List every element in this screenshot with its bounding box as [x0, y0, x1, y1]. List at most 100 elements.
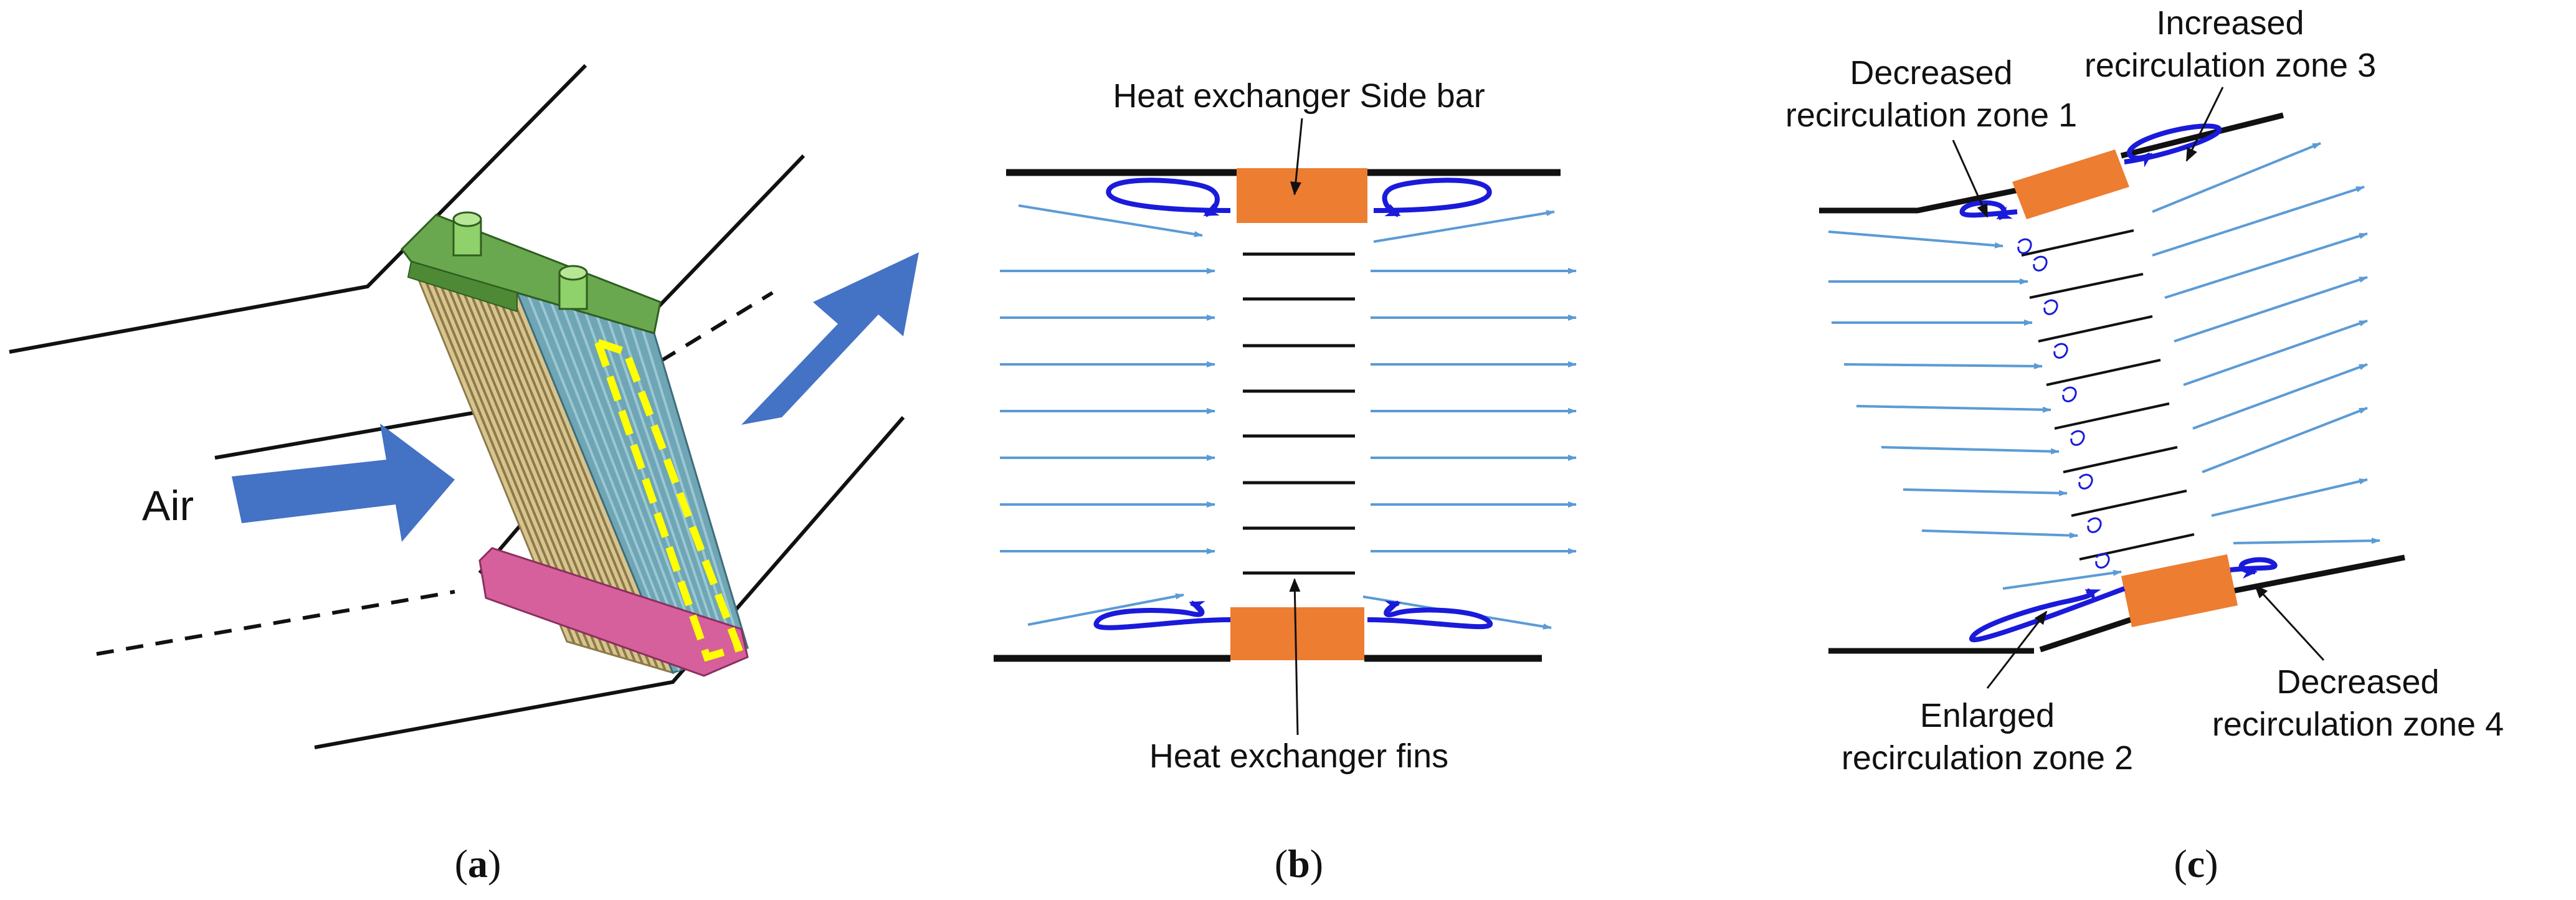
fin-line [2063, 446, 2178, 473]
panel-b-flow-arrows [1000, 204, 1577, 630]
fin-line [2029, 273, 2144, 299]
recirculation-loop-icon [1093, 600, 1231, 630]
side-bar-highlight [592, 336, 743, 662]
zone-4-line-2: recirculation zone 4 [2212, 706, 2504, 743]
top-header-face [407, 260, 518, 313]
fin-line [2046, 359, 2161, 386]
zone-1-label: Decreased recirculation zone 1 [1785, 54, 2077, 134]
panel-a: Air (a) [9, 64, 919, 886]
fin-line [596, 316, 718, 659]
fin-line [561, 305, 699, 665]
flow-arrow-icon [2164, 232, 2368, 299]
fin-line [2038, 315, 2153, 343]
recirculation-loop-icon [1969, 586, 2126, 643]
flow-arrow-icon [1856, 405, 2051, 413]
panel-b-recirculation-loops [1093, 178, 1493, 630]
flow-arrow-icon [1921, 529, 2078, 539]
zone-4-line-1: Decreased [2276, 663, 2439, 701]
fin-line [573, 309, 705, 663]
zone-1-line-1: Decreased [1850, 54, 2012, 92]
small-vortex-icon [2043, 299, 2058, 315]
zone-3-leader [2185, 87, 2224, 162]
panel-c-walls [1819, 112, 2405, 654]
heat-exchanger-model [401, 211, 749, 677]
zone-2-line-1: Enlarged [1920, 697, 2055, 734]
small-vortex-icon [2087, 517, 2102, 533]
fin-line [607, 319, 724, 656]
small-vortex-icon [2053, 343, 2068, 359]
zone-2-line-2: recirculation zone 2 [1842, 739, 2133, 777]
recirculation-loop-icon [1959, 200, 2018, 220]
flow-arrow-icon [2152, 142, 2321, 213]
zone-4-label: Decreased recirculation zone 4 [2212, 663, 2504, 743]
flow-arrow-icon [2002, 569, 2122, 590]
side-bar-bottom-tilted [2121, 554, 2238, 627]
recirculation-loop-icon [1367, 600, 1493, 630]
zone-1-line-2: recirculation zone 1 [1785, 97, 2077, 134]
side-bar-label: Heat exchanger Side bar [1113, 77, 1485, 115]
fin-line [641, 329, 743, 650]
panel-c-recirculation-loops [1959, 123, 2278, 643]
flow-arrow-icon [2192, 363, 2368, 430]
flow-arrow-icon [1843, 362, 2043, 369]
panel-b-walls [994, 169, 1561, 662]
panel-c-flow-arrows [1828, 142, 2380, 590]
small-vortex-icon [2017, 238, 2032, 254]
zone-4-leader [2254, 584, 2325, 661]
side-bar-top [1237, 168, 1367, 223]
small-vortex-icon [2062, 386, 2077, 402]
fin-line [2071, 490, 2187, 517]
small-vortex-icon [2095, 552, 2110, 569]
panel-c-label: (c) [2174, 841, 2218, 886]
panel-c-small-vortices [2017, 238, 2110, 569]
fin-line [2079, 533, 2195, 561]
flow-arrow-icon [1903, 488, 2068, 496]
flow-arrow-icon [1018, 204, 1203, 237]
recirculation-loop-icon [2124, 123, 2222, 168]
recirculation-loop-icon [1106, 178, 1231, 217]
panel-b-label: (b) [1275, 841, 1323, 886]
tilted-heat-exchanger-fins [2021, 229, 2195, 561]
fin-line [2021, 229, 2134, 257]
zone-3-line-1: Increased [2156, 4, 2304, 42]
zone-2-label: Enlarged recirculation zone 2 [1842, 697, 2133, 777]
zone-3-label: Increased recirculation zone 3 [2084, 4, 2376, 84]
air-label: Air [142, 482, 194, 529]
side-bar-bottom [1230, 607, 1364, 660]
flow-arrow-icon [2202, 407, 2368, 473]
heat-exchanger-fins [1243, 252, 1355, 575]
panel-b: Heat exchanger Side bar Heat exchanger f… [994, 77, 1577, 886]
panel-a-label: (a) [455, 841, 501, 886]
small-vortex-icon [2078, 473, 2093, 490]
zone-1-leader [1952, 140, 1989, 218]
side-bar-top-tilted [2012, 149, 2129, 219]
flow-arrow-icon [2233, 538, 2380, 544]
air-outlet-arrow-icon [741, 252, 919, 425]
recirculation-loop-icon [1373, 178, 1492, 217]
flow-arrow-icon [1027, 593, 1184, 626]
panel-a-duct-lines [9, 64, 905, 749]
fins-label: Heat exchanger fins [1149, 737, 1448, 775]
side-bar-leader [1290, 118, 1303, 196]
flow-arrow-icon [2183, 320, 2368, 386]
zone-3-line-2: recirculation zone 3 [2084, 47, 2376, 84]
panel-c: Decreased recirculation zone 1 Increased… [1785, 4, 2504, 886]
fin-line [2054, 402, 2170, 430]
flow-arrow-icon [2174, 276, 2368, 343]
zone-2-leader [1986, 610, 2048, 689]
bottom-tank [478, 547, 749, 677]
small-vortex-icon [2033, 255, 2048, 272]
outlet-pipe [558, 265, 588, 310]
flow-arrow-icon [2211, 478, 2368, 517]
flow-arrow-icon [1828, 230, 2003, 249]
flow-arrow-icon [1881, 446, 2060, 455]
flow-arrow-icon [2152, 186, 2365, 257]
inlet-pipe [452, 211, 482, 257]
recirculation-loop-icon [2230, 557, 2278, 579]
flow-arrow-icon [1373, 210, 1555, 243]
air-inlet-arrow-icon [232, 424, 455, 542]
fins-leader [1289, 578, 1301, 736]
small-vortex-icon [2070, 430, 2085, 446]
